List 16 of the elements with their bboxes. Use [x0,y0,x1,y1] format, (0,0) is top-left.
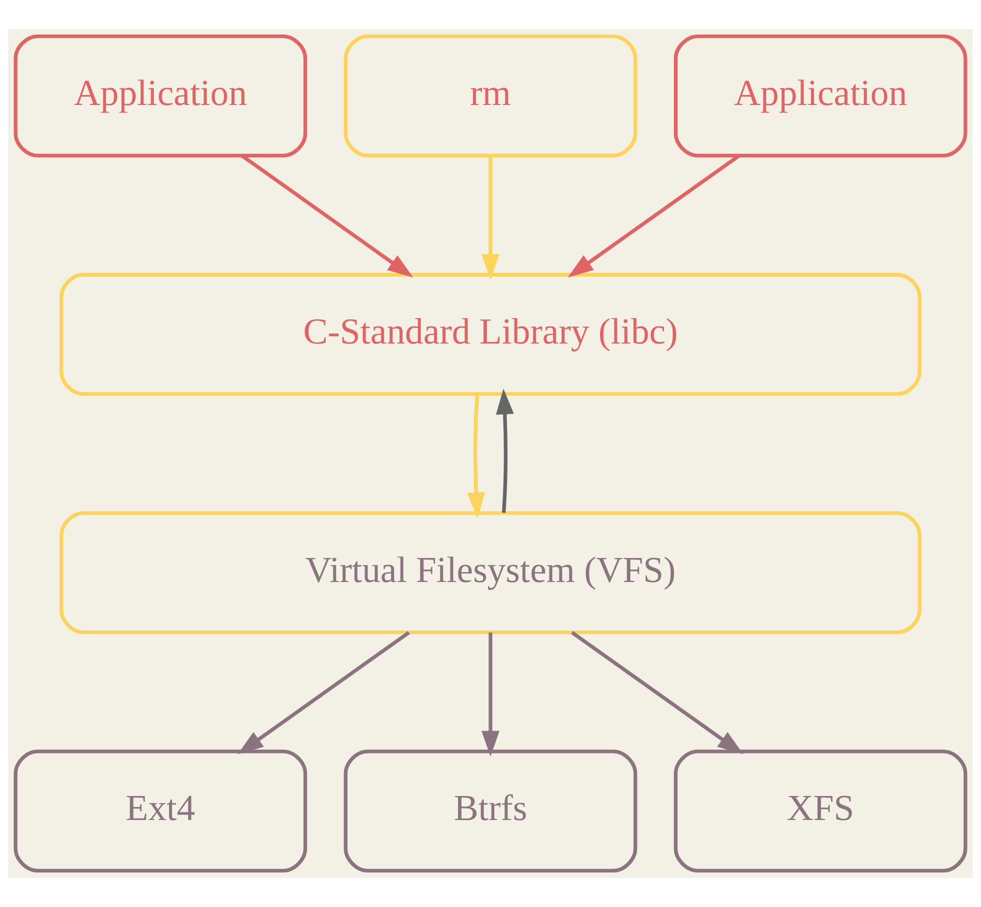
arrow [240,154,414,278]
arrow [568,154,740,278]
node-box: Application [14,34,308,158]
arrow [482,156,500,280]
node-box: rm [344,34,638,158]
node-box: Ext4 [14,750,308,872]
arrow [571,631,744,754]
arrow [238,631,410,754]
node-box: Virtual Filesystem (VFS) [60,511,922,634]
arrow [467,394,486,518]
arrow [496,388,514,513]
node-box: XFS [674,750,968,872]
node-box: C-Standard Library (libc) [60,272,922,396]
node-box: Btrfs [344,750,638,872]
node-box: Application [674,34,968,158]
arrow [482,632,500,757]
